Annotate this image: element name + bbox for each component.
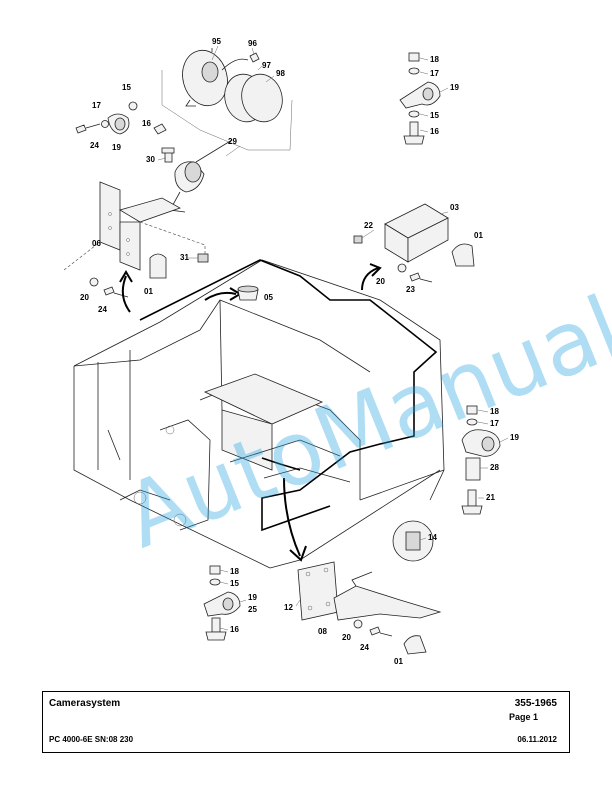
clamp-set-top-left [75, 101, 167, 135]
callout-24: 24 [90, 141, 99, 150]
callout-16: 16 [230, 625, 239, 634]
callout-22: 22 [364, 221, 373, 230]
page-number: Page 1 [509, 712, 539, 722]
cable-route [139, 259, 438, 532]
callout-98: 98 [276, 69, 285, 78]
machine-frame [73, 259, 445, 569]
bracket-03 [353, 203, 475, 283]
parts-diagram: AutoManual 95 96 97 98 29 30 15 17 24 19… [63, 37, 612, 666]
callout-31: 31 [180, 253, 189, 262]
drawing-date: 06.11.2012 [517, 735, 557, 744]
callout-24: 24 [360, 643, 369, 652]
camera-assembly [161, 139, 233, 213]
callout-19: 19 [112, 143, 121, 152]
callout-25: 25 [248, 605, 257, 614]
callout-01: 01 [144, 287, 153, 296]
callout-20: 20 [80, 293, 89, 302]
callout-18: 18 [490, 407, 499, 416]
callout-20: 20 [342, 633, 351, 642]
callout-15: 15 [430, 111, 439, 120]
callout-16: 16 [142, 119, 151, 128]
callout-97: 97 [262, 61, 271, 70]
callout-labels: 95 96 97 98 29 30 15 17 24 19 16 06 31 0… [80, 37, 519, 666]
callout-17: 17 [430, 69, 439, 78]
callout-06: 06 [92, 239, 101, 248]
detail-14 [392, 520, 434, 562]
callout-19: 19 [248, 593, 257, 602]
horn-assembly [161, 48, 293, 151]
callout-30: 30 [146, 155, 155, 164]
callout-15: 15 [122, 83, 131, 92]
arrows [119, 263, 382, 562]
bracket-06 [63, 181, 206, 271]
bracket-plate-12 [297, 561, 442, 655]
drawing-title: Camerasystem [49, 698, 121, 709]
callout-18: 18 [230, 567, 239, 576]
title-block: Camerasystem 355-1965 Page 1 PC 4000-6E … [42, 691, 570, 753]
clamp-stack-middle-right [461, 405, 501, 515]
callout-96: 96 [248, 39, 257, 48]
callout-19: 19 [510, 433, 519, 442]
callout-16: 16 [430, 127, 439, 136]
callout-17: 17 [490, 419, 499, 428]
callout-28: 28 [490, 463, 499, 472]
callout-05: 05 [264, 293, 273, 302]
callout-01: 01 [474, 231, 483, 240]
watermark: AutoManual [111, 276, 612, 568]
callout-24: 24 [98, 305, 107, 314]
machine-serial: PC 4000-6E SN:08 230 [49, 735, 134, 744]
callout-17: 17 [92, 101, 101, 110]
part-number: 355-1965 [514, 698, 557, 709]
hardware-left [89, 253, 209, 298]
callout-12: 12 [284, 603, 293, 612]
callout-95: 95 [212, 37, 221, 46]
clamp-stack-top-right [399, 52, 441, 145]
callout-15: 15 [230, 579, 239, 588]
callout-29: 29 [228, 137, 237, 146]
callout-21: 21 [486, 493, 495, 502]
callout-23: 23 [406, 285, 415, 294]
callout-03: 03 [450, 203, 459, 212]
leader-lines [157, 45, 509, 631]
callout-18: 18 [430, 55, 439, 64]
callout-14: 14 [428, 533, 437, 542]
rubber-mount-05 [237, 285, 259, 301]
callout-08: 08 [318, 627, 327, 636]
callout-20: 20 [376, 277, 385, 286]
callout-01: 01 [394, 657, 403, 666]
callout-19: 19 [450, 83, 459, 92]
clamp-stack-bottom [203, 565, 241, 641]
